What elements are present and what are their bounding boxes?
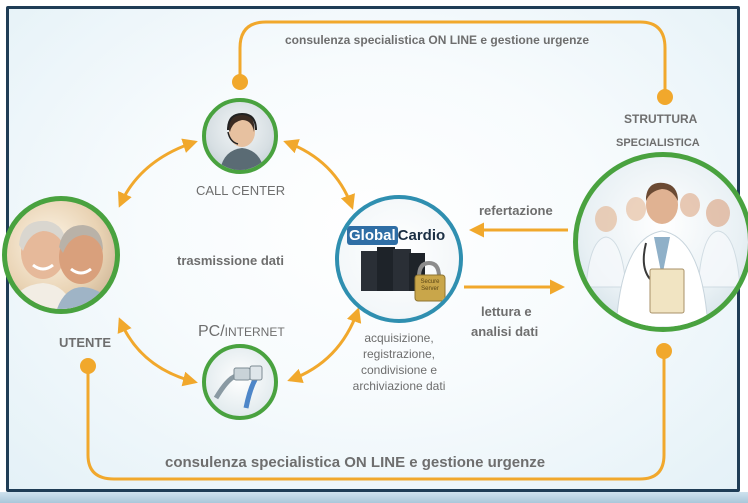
top-arc-dot-right — [657, 89, 673, 105]
couple-photo-icon — [7, 220, 115, 309]
pc-internet-label: PC/INTERNET — [198, 323, 285, 341]
top-arc-line — [238, 20, 667, 97]
logo-global: Global — [347, 226, 398, 245]
server-rack-icon — [361, 247, 446, 302]
lettura-label-line2: analisi dati — [471, 324, 539, 339]
bottom-arc-line — [86, 351, 666, 481]
network-cable-icon — [213, 365, 263, 409]
struttura-label-line2: SPECIALISTICA — [616, 137, 700, 149]
utente-label: UTENTE — [59, 335, 111, 350]
acquisizione-text: acquisizione, registrazione, condivision… — [346, 330, 452, 394]
utente-node — [2, 196, 120, 314]
acquisizione-line-4: archiviazione dati — [352, 379, 446, 393]
arrow-utente-callcenter — [118, 138, 198, 208]
struttura-label-line1: STRUTTURA — [624, 112, 698, 126]
pc-internet-node — [202, 344, 278, 420]
lettura-label-line1: lettura e — [481, 304, 532, 319]
acquisizione-line-2: registrazione, — [362, 347, 436, 361]
acquisizione-line-3: condivisione e — [360, 363, 438, 377]
arrow-pc-server — [287, 307, 362, 383]
arrow-callcenter-server — [283, 139, 355, 210]
doctors-team-icon — [585, 182, 741, 327]
bottom-band — [0, 492, 748, 503]
trasmissione-dati-label: trasmissione dati — [177, 253, 284, 268]
pc-internet-suffix: INTERNET — [224, 325, 285, 339]
struttura-node — [573, 152, 748, 332]
call-center-node — [202, 98, 278, 174]
arrow-utente-pc — [117, 317, 198, 387]
refertazione-label: refertazione — [479, 203, 553, 218]
call-center-label: CALL CENTER — [196, 183, 286, 198]
bottom-arc-dot-left — [80, 358, 96, 374]
logo-cardio: Cardio — [397, 227, 446, 244]
pc-internet-prefix: PC/ — [198, 323, 225, 340]
bottom-arc-dot-right — [656, 343, 672, 359]
top-arc-label: consulenza specialistica ON LINE e gesti… — [285, 33, 590, 47]
acquisizione-line-1: acquisizione, — [364, 331, 434, 345]
top-arc-dot-left — [232, 74, 248, 90]
bottom-arc-label: consulenza specialistica ON LINE e gesti… — [165, 454, 546, 471]
call-center-icon — [220, 112, 264, 170]
secure-server-badge: Secure Server — [420, 279, 440, 292]
